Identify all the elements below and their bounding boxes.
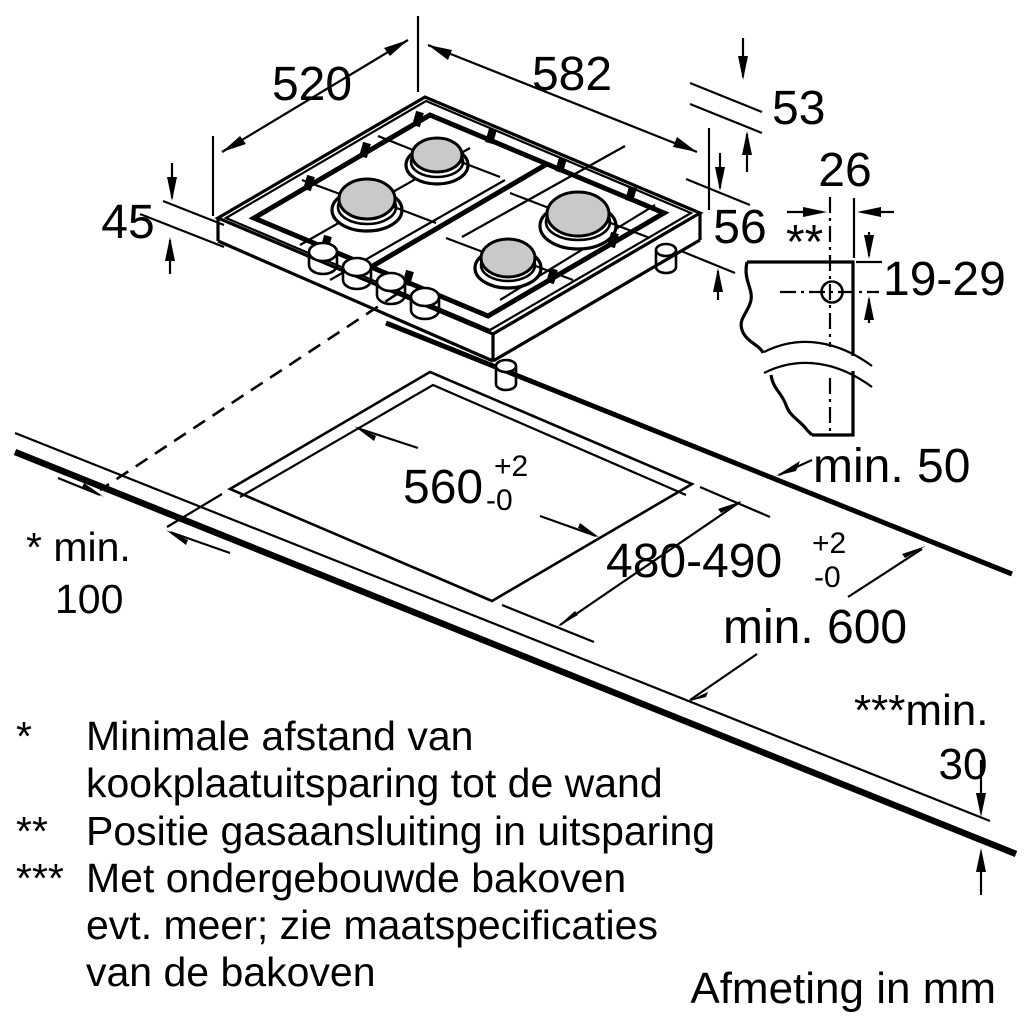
footnote-marker: ** [16,808,48,854]
dim-582-label: 582 [532,48,612,101]
dim-min600-label: min. 600 [723,601,907,654]
burner-back-right [509,190,651,251]
break-arc [763,340,873,367]
gas-connection-detail [739,197,882,437]
burner-front-right [445,236,574,290]
hob-bottom-left [217,239,494,363]
dim-min600: min. 600 [686,546,926,702]
dim-480-490-tol-up: +2 [812,527,846,560]
dim-53-label: 53 [772,82,825,135]
ext-line [166,493,223,528]
knob [375,271,407,306]
dim-min30: ***min. 30 [854,686,989,895]
cutout-outline [227,370,695,603]
dim-min100-value: 100 [55,576,123,622]
footnote-text: Met ondergebouwde bakoven [86,855,626,901]
footnote-marker: *** [16,855,64,901]
dim-480-490: 480-490 +2 -0 [557,501,846,627]
wall-dashed-line [99,292,398,492]
dim-560-tol-down: -0 [486,484,513,517]
dim-560: 560 +2 -0 [354,426,600,538]
dim-582: 582 [427,43,711,210]
dim-26-label: 26 [818,144,871,197]
grate-finger [461,145,626,238]
footnotes: * Minimale afstand van kookplaatuitspari… [16,713,715,995]
hob-feet [494,242,678,392]
footnote-text: Minimale afstand van [86,713,473,759]
dim-520: 520 [211,16,420,216]
hob-bottom-right [492,238,701,363]
dim-560-label: 560 [403,461,483,514]
dim-56: 56 [680,153,767,300]
pan-support-divider [369,161,549,270]
cutout-inner-rim [239,383,687,498]
dim-min30-label: ***min. [854,686,989,735]
burner-front-left [301,177,437,233]
hob-rim-outer [214,95,704,336]
dim-19-29-label: 19-29 [883,253,1006,306]
dim-480-490-tol-down: -0 [814,561,841,594]
support-tabs [303,110,637,287]
footnote-text: kookplaatuitsparing tot de wand [86,760,663,806]
hob-rim-inner [223,99,694,332]
dim-560-tol-up: +2 [494,450,528,483]
knob [307,241,339,276]
dim-min30-value: 30 [939,740,988,789]
dim-min100-label: * min. [26,524,131,570]
control-knobs [307,241,441,321]
dim-min100: * min. 100 [26,476,231,622]
gas-hob [214,95,704,392]
dimension-annotations: 520 582 53 45 [26,16,1006,895]
footnote-text: van de bakoven [86,949,376,995]
ext-line [699,485,771,519]
knob [341,256,373,291]
ext-line [501,603,595,644]
dim-53: 53 [689,38,825,172]
dim-min50-label: min. 50 [813,440,970,493]
footnote-marker: * [16,713,32,759]
gas-marker-label: ** [786,216,823,269]
profile-bottom [812,371,855,437]
profile-left-wavy-bottom [769,374,814,437]
footnote-text: Positie gasaansluiting in uitsparing [86,808,715,854]
dim-45: 45 [101,163,225,274]
profile-top-right [747,260,855,356]
burner-back-left [377,134,501,186]
worktop-cutout [166,370,771,644]
units-caption: Afmeting in mm [690,964,996,1013]
dim-520-label: 520 [272,58,352,111]
dim-56-label: 56 [713,201,766,254]
profile-left-wavy-top [739,261,765,354]
footnote-text: evt. meer; zie maatspecificaties [86,902,658,948]
dim-480-490-label: 480-490 [606,535,782,588]
dim-19-29: 19-29 [864,232,1006,323]
dim-45-label: 45 [101,196,154,249]
break-arc [763,361,873,388]
counter-back-edge [385,320,1013,577]
knob [409,286,441,321]
dim-26: 26 ** [786,144,894,269]
counter-front-top-edge [14,431,991,823]
dim-min50: min. 50 [776,440,970,493]
